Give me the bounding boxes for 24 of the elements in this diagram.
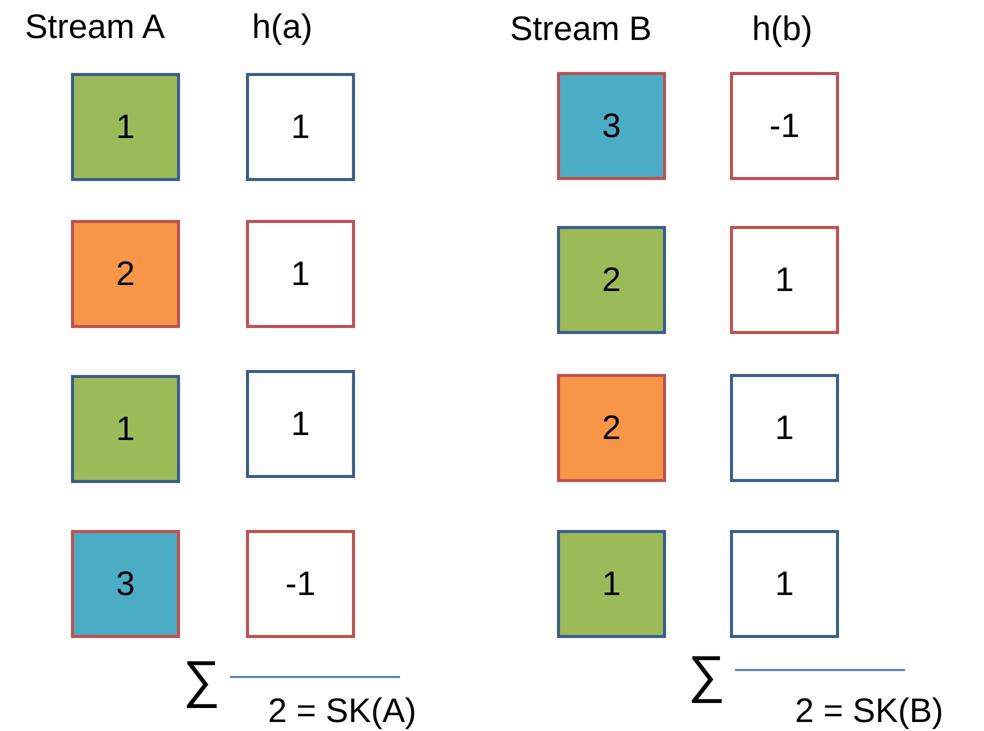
column-heading: Stream A bbox=[25, 8, 165, 47]
number-box: 1 bbox=[730, 374, 839, 482]
number-box: 2 bbox=[557, 374, 666, 482]
sum-symbol: ∑ bbox=[183, 650, 220, 710]
number-box: 1 bbox=[246, 73, 355, 181]
column-heading: h(b) bbox=[752, 10, 812, 49]
number-box: 1 bbox=[730, 530, 839, 638]
number-box: 1 bbox=[71, 375, 180, 483]
column-heading: h(a) bbox=[252, 8, 312, 47]
sum-result: 2 = SK(B) bbox=[795, 692, 944, 731]
number-box: 1 bbox=[557, 530, 666, 638]
sum-result: 2 = SK(A) bbox=[268, 692, 416, 731]
number-box: 1 bbox=[246, 370, 355, 478]
number-box: 3 bbox=[71, 530, 180, 638]
number-box: 1 bbox=[246, 220, 355, 328]
number-box: 1 bbox=[71, 73, 180, 181]
number-box: 3 bbox=[557, 72, 666, 180]
sum-symbol: ∑ bbox=[688, 645, 726, 705]
number-box: 1 bbox=[730, 226, 839, 334]
number-box: 2 bbox=[557, 226, 666, 334]
column-heading: Stream B bbox=[510, 10, 652, 49]
number-box: -1 bbox=[730, 72, 839, 180]
number-box: -1 bbox=[246, 530, 355, 638]
number-box: 2 bbox=[71, 220, 180, 328]
